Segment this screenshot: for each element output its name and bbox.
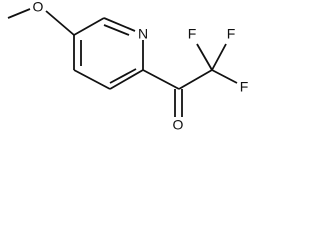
bond-cf3-f-top-right	[211, 43, 227, 71]
atom-carbonyl-oxygen: O	[173, 117, 184, 133]
bond-c2-c3	[109, 69, 144, 90]
atom-ring-nitrogen: N	[138, 26, 148, 42]
bond-c6-n-inner	[103, 24, 130, 36]
bond-carbonyl-cf3	[178, 69, 213, 90]
bond-c2-c3-inner	[109, 68, 137, 84]
bond-c6-n	[103, 17, 136, 32]
atom-fluorine-top-left: F	[188, 26, 197, 42]
bonds	[7, 8, 238, 117]
bond-o-c5	[45, 10, 75, 36]
bond-c3-c4	[73, 69, 111, 90]
atom-fluorine-top-right: F	[227, 26, 236, 42]
atom-labels: O N F F F O	[33, 0, 249, 133]
bond-cf3-f-right	[211, 69, 238, 84]
bond-methyl-o	[7, 8, 31, 19]
structure-canvas: O N F F F O	[0, 0, 254, 137]
atom-fluorine-right: F	[240, 79, 249, 95]
bond-c5-c6	[73, 17, 105, 36]
bond-c2-carbonyl	[142, 69, 180, 90]
molecule-structure: O N F F F O	[7, 0, 249, 133]
atom-methoxy-oxygen: O	[33, 0, 44, 15]
bond-cf3-f-top-left	[196, 43, 213, 71]
